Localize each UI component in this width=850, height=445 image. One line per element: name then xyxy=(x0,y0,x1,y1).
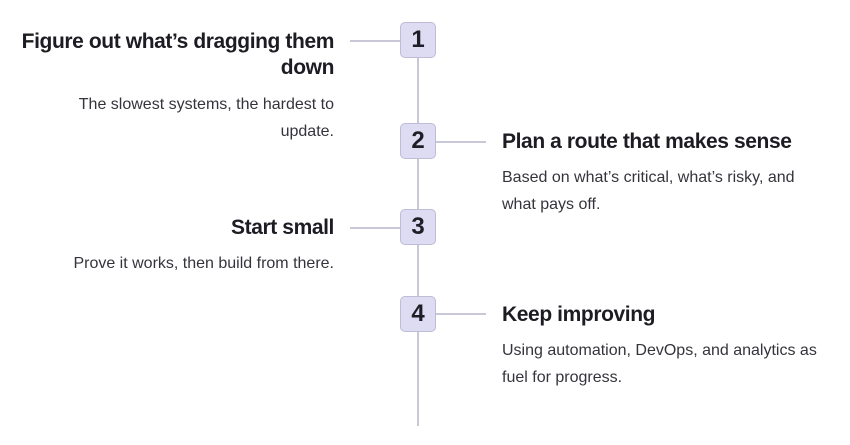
step-4-description: Using automation, DevOps, and analytics … xyxy=(502,342,817,386)
step-3-badge: 3 xyxy=(400,209,436,245)
step-3-description: Prove it works, then build from there. xyxy=(73,255,334,272)
step-1-description: The slowest systems, the hardest to upda… xyxy=(78,96,334,140)
step-4-badge: 4 xyxy=(400,296,436,332)
step-1-connector xyxy=(350,40,400,42)
step-3: Start small Prove it works, then build f… xyxy=(20,215,334,277)
step-3-connector xyxy=(350,227,400,229)
step-4-connector xyxy=(436,313,486,315)
step-1-title: Figure out what’s dragging them down xyxy=(21,30,335,79)
step-1: Figure out what’s dragging them down The… xyxy=(20,29,335,145)
step-2-connector xyxy=(436,141,486,143)
step-4-title: Keep improving xyxy=(502,303,656,326)
step-4: Keep improving Using automation, DevOps,… xyxy=(502,302,827,391)
step-2-title: Plan a route that makes sense xyxy=(502,130,792,153)
step-1-badge: 1 xyxy=(400,22,436,58)
step-2-badge: 2 xyxy=(400,123,436,159)
step-2-description: Based on what’s critical, what’s risky, … xyxy=(502,169,795,213)
step-3-title: Start small xyxy=(231,216,334,239)
step-2: Plan a route that makes sense Based on w… xyxy=(502,129,827,218)
